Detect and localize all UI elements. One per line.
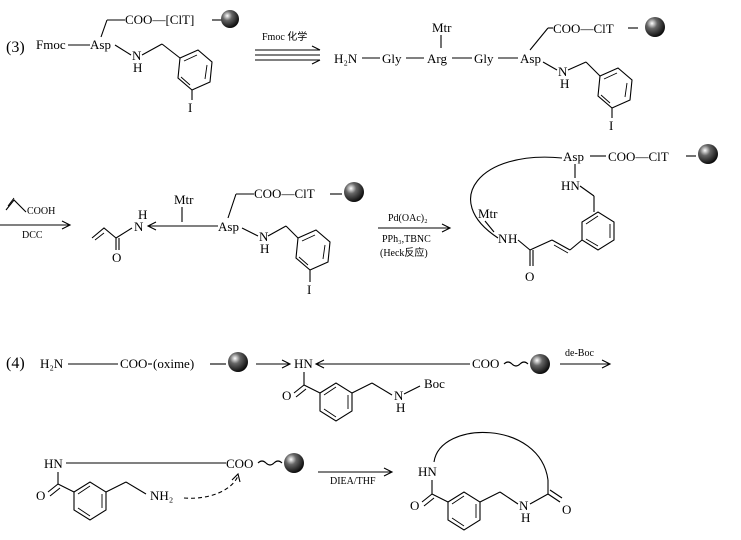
cooh-label: COOH (27, 206, 55, 217)
arrow-deboc-label: de-Boc (565, 348, 594, 359)
reagent-acrylic-acid: COOH DCC (0, 197, 72, 241)
product-macrolactam: HN O N H O (410, 431, 571, 531)
resin-bead-icon (284, 453, 304, 473)
amide-n-label: N (132, 48, 142, 63)
amine-h-label: H (396, 400, 405, 415)
amide-n-label: N (134, 219, 144, 234)
product-peptide-chain: H₂N Gly Mtr Arg Gly Asp COO—ClT N H (334, 17, 665, 133)
h2n-label: H₂N (40, 356, 64, 371)
coo-clt-label: COO—ClT (608, 149, 669, 164)
mtr-label: Mtr (478, 206, 498, 221)
scheme-3: (3) Fmoc Asp COO—[ClT] N H I (0, 10, 718, 297)
dcc-label: DCC (22, 230, 43, 241)
amide-n-label: N (519, 498, 529, 513)
amide-h-label: H (260, 241, 269, 256)
carbonyl-o-label: O (282, 388, 291, 403)
resin-bead-icon (228, 352, 248, 372)
aryl-ring (447, 491, 481, 531)
coo-clt-label: COO—ClT (553, 21, 614, 36)
product-boc-amine: HN COO O N H Boc (282, 354, 550, 422)
amide-n-label: N (498, 231, 508, 246)
scheme-4: (4) H₂N COO (oxime) HN COO O (6, 348, 612, 531)
aryl-ring (73, 481, 107, 521)
gly1-label: Gly (382, 51, 402, 66)
scheme-4-label: (4) (6, 355, 25, 372)
iodobenzyl-ring (295, 229, 331, 271)
arrow-fmoc-synthesis: Fmoc 化学 (255, 30, 321, 65)
boc-label: Boc (424, 376, 445, 391)
asp-label: Asp (563, 149, 584, 164)
product-acrylamide: O H N Mtr Asp COO—ClT N H (91, 182, 364, 297)
intermediate-free-amine: HN COO O NH₂ (36, 453, 304, 521)
asp-label: Asp (218, 219, 239, 234)
resin-bead-icon (645, 17, 665, 37)
scheme-3-label: (3) (6, 39, 25, 56)
carbonyl-o-label: O (525, 269, 534, 284)
resin-bead-icon (698, 144, 718, 164)
hn-label: HN (561, 178, 580, 193)
iodine-label: I (188, 100, 192, 115)
resin-bead-icon (221, 10, 239, 28)
amine-n-label: N (394, 388, 404, 403)
mtr-label: Mtr (432, 20, 452, 35)
product-macrocycle-3: Asp COO—ClT HN Mtr N H O (470, 144, 718, 284)
hn-label: HN (418, 464, 437, 479)
oxime-label: (oxime) (153, 356, 194, 371)
starting-material-fmoc-asp: Fmoc Asp COO—[ClT] N H I (36, 10, 239, 115)
hn-label: HN (44, 456, 63, 471)
aryl-ring (319, 382, 353, 422)
arrow-diea-label: DIEA/THF (330, 476, 376, 487)
amide-h-label: H (138, 207, 147, 222)
arrow3-label-2: PPh₃,TBNC (382, 234, 431, 245)
aryl-ring (581, 211, 615, 251)
hn-label: HN (294, 356, 313, 371)
starting-material-oxime-resin: H₂N COO (oxime) (40, 352, 248, 372)
arrow3-label-1: Pd(OAc)₂ (388, 213, 428, 224)
amide-h-label: H (560, 76, 569, 91)
arrow1-label: Fmoc 化学 (262, 30, 307, 43)
coo-label: COO (226, 456, 253, 471)
carbonyl-o-2-label: O (562, 502, 571, 517)
mtr-label: Mtr (174, 192, 194, 207)
amide-n-label: N (558, 64, 568, 79)
iodine-label: I (307, 282, 311, 297)
resin-bead-icon (344, 182, 364, 202)
arrow-diea-thf: DIEA/THF (318, 467, 394, 487)
fmoc-label: Fmoc (36, 37, 66, 52)
arrow-deboc: de-Boc (560, 348, 612, 369)
carbonyl-o-label: O (36, 488, 45, 503)
iodine-label: I (609, 118, 613, 133)
iodobenzyl-ring (177, 49, 213, 91)
amide-h-label: H (521, 510, 530, 525)
amide-n-label: N (259, 229, 269, 244)
arrow-heck-reaction: Pd(OAc)₂ PPh₃,TBNC (Heck反应) (378, 213, 452, 259)
carbonyl-o-1-label: O (410, 498, 419, 513)
asp-label: Asp (90, 37, 111, 52)
coo-label: COO (120, 356, 147, 371)
amide-h-label: H (508, 231, 517, 246)
amide-h-label: H (133, 60, 142, 75)
asp-label: Asp (520, 51, 541, 66)
nh2-label: NH₂ (150, 488, 173, 503)
coo-label: COO (472, 356, 499, 371)
gly2-label: Gly (474, 51, 494, 66)
iodobenzyl-ring (597, 67, 633, 109)
coo-clt-label: COO—ClT (254, 186, 315, 201)
arrow3-label-3: (Heck反应) (380, 246, 428, 259)
coo-clt-label: COO—[ClT] (125, 12, 194, 27)
carbonyl-o-label: O (112, 250, 121, 265)
arg-label: Arg (427, 51, 447, 66)
resin-bead-icon (530, 354, 550, 374)
h2n-label: H₂N (334, 51, 358, 66)
